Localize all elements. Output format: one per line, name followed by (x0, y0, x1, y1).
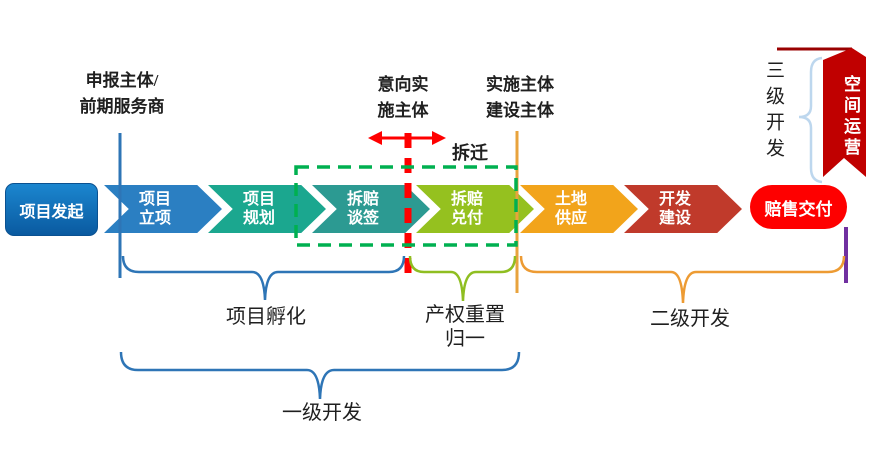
demolition-label: 拆迁 (452, 143, 488, 163)
incubation-phase-label: 项目孵化 (226, 306, 306, 328)
step-land-supply: 土地 供应 (520, 185, 638, 233)
implement-entity-label: 实施主体 建设主体 (486, 75, 554, 120)
primary-development-brace (119, 351, 521, 400)
double-arrow-right-head-icon (432, 131, 446, 145)
incubation-brace (121, 255, 406, 301)
property-reset-phase-label: 产权重置 归一 (425, 304, 505, 350)
space-operation-banner-label: 空间运营 (841, 75, 860, 159)
step-label: 拆赔 兑付 (450, 191, 483, 227)
step-development-construction: 开发 建设 (624, 185, 742, 233)
primary-development-phase-label: 一级开发 (282, 402, 362, 424)
secondary-development-brace (519, 255, 846, 304)
step-project-planning: 项目 规划 (208, 185, 326, 233)
step-demolition-payment: 拆赔 兑付 (416, 185, 534, 233)
double-arrow-left-head-icon (368, 131, 382, 145)
step-label: 项目 立项 (138, 191, 171, 227)
applicant-label: 申报主体/ 前期服务商 (79, 71, 165, 116)
property-reset-brace (408, 255, 517, 302)
step-label: 开发 建设 (658, 191, 691, 227)
start-node-project-initiation: 项目发起 (5, 183, 98, 236)
tertiary-development-label: 三级开发 (763, 60, 784, 164)
end-node-compensation-delivery: 赔售交付 (750, 185, 847, 229)
step-project-establishment: 项目 立项 (104, 185, 222, 233)
secondary-development-phase-label: 二级开发 (650, 308, 730, 330)
start-node-label: 项目发起 (19, 203, 84, 221)
tertiary-brace (798, 56, 823, 184)
end-node-label: 赔售交付 (764, 199, 833, 219)
step-label: 拆赔 谈签 (346, 191, 379, 227)
step-demolition-negotiation: 拆赔 谈签 (312, 185, 430, 233)
step-label: 项目 规划 (242, 191, 275, 227)
intended-entity-label: 意向实 施主体 (377, 75, 429, 120)
step-label: 土地 供应 (554, 191, 587, 227)
